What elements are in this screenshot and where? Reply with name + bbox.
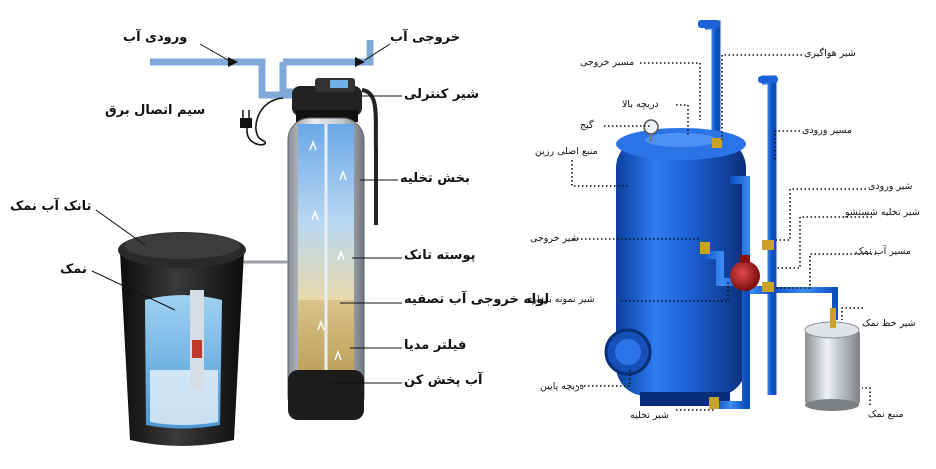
- label-media-filter: فیلتر مدیا: [404, 338, 467, 353]
- label-backwash-drain-valve: شیر تخلیه شستشو: [845, 207, 920, 218]
- label-salt: نمک: [60, 262, 87, 277]
- label-sampling-valve: شیر نمونه برداری: [525, 294, 595, 305]
- label-main-resin-source: منبع اصلی رزین: [535, 146, 598, 157]
- power-cable: [240, 97, 284, 146]
- control-valve-head: [292, 78, 362, 122]
- industrial-softener: [604, 20, 860, 411]
- label-control-valve: شیر کنترلی: [404, 87, 479, 102]
- label-drain-valve: شیر تخلیه: [630, 410, 669, 421]
- inlet-outlet-pipes: [150, 40, 374, 99]
- label-power-cable: سیم اتصال برق: [105, 103, 206, 118]
- label-salt-line-valve: شیر خط نمک: [862, 318, 916, 329]
- label-salt-source: منبع نمک: [868, 409, 904, 420]
- salt-water-tank: [118, 232, 246, 446]
- label-air-vent-valve: شیر هواگیری: [804, 48, 856, 59]
- label-tank-shell: پوسته تانک: [404, 248, 476, 263]
- label-water-inlet: ورودی آب: [123, 30, 188, 45]
- label-inlet-path: مسیر ورودی: [802, 125, 853, 136]
- label-brine-path: مسیر آب نمک: [855, 246, 911, 257]
- label-water-outlet: خروجی آب: [390, 30, 461, 45]
- drain-hose: [361, 88, 378, 225]
- label-inlet-valve: شیر ورودی: [868, 181, 913, 192]
- resin-tank: [287, 117, 365, 420]
- left-leader-lines: [91, 43, 402, 384]
- label-top-hatch: دریچه بالا: [622, 99, 659, 110]
- label-salt-water-tank: تانک آب نمک: [10, 199, 92, 214]
- label-outlet-path: مسیر خروجی: [580, 57, 635, 68]
- label-gauge: گیج: [580, 120, 594, 131]
- label-drain-section: بخش تخلیه: [400, 171, 470, 186]
- label-bottom-hatch: دریچه پایین: [540, 381, 584, 392]
- label-water-distributor: آب پخش کن: [404, 373, 483, 388]
- label-outlet-valve: شیر خروجی: [530, 233, 579, 244]
- label-treated-water-outlet-pipe: لوله خروجی آب تصفیه: [404, 292, 550, 307]
- right-leader-lines: [571, 54, 876, 411]
